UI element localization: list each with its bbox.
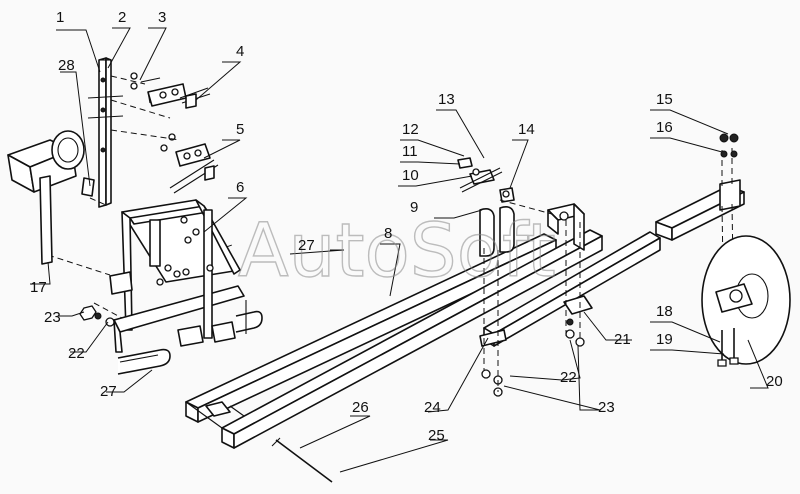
callout-26: 26	[352, 399, 369, 416]
callout-14: 14	[518, 121, 535, 138]
callout-1: 1	[56, 9, 64, 26]
u-bolt-left	[117, 348, 171, 375]
callout-18: 18	[656, 303, 673, 320]
callout-5: 5	[236, 121, 244, 138]
pin	[271, 437, 333, 483]
callout-17: 17	[30, 279, 47, 296]
callout-2: 2	[118, 9, 126, 26]
wheel-bracket	[7, 130, 95, 265]
callout-3: 3	[158, 9, 166, 26]
callout-13: 13	[438, 91, 455, 108]
callout-8: 8	[384, 225, 392, 242]
middle-bracket	[160, 133, 219, 194]
callout-23-right: 23	[598, 399, 615, 416]
callout-22-left: 22	[68, 345, 85, 362]
telescoping-tube	[655, 179, 745, 241]
vertical-posts	[87, 57, 124, 208]
callout-15: 15	[656, 91, 673, 108]
leader-lines	[30, 27, 769, 473]
watermark-text: AutoSoft	[238, 208, 556, 294]
cross-tube	[479, 231, 661, 347]
callout-11: 11	[402, 143, 418, 160]
callout-6: 6	[236, 179, 244, 196]
left-nuts	[79, 305, 115, 327]
callout-16: 16	[656, 119, 673, 136]
callout-27-left: 27	[100, 383, 117, 400]
callout-22-right: 22	[560, 369, 577, 386]
callout-19: 19	[656, 331, 673, 348]
callout-23-left: 23	[44, 309, 61, 326]
hitch-yoke	[479, 203, 585, 257]
marker-disc	[701, 235, 791, 365]
main-frame	[109, 199, 245, 353]
clamp-bracket	[457, 157, 515, 203]
callout-12: 12	[402, 121, 419, 138]
u-bolt-right	[235, 300, 263, 334]
callout-10: 10	[402, 167, 419, 184]
callout-28: 28	[58, 57, 75, 74]
top-right-nuts	[719, 133, 739, 158]
callout-4: 4	[236, 43, 244, 60]
callout-labels: 1 2 3 4 5 6 8 9 10 11 12 13 14 15 16 17 …	[30, 9, 783, 444]
callout-27-right: 27	[298, 237, 315, 254]
callout-20: 20	[766, 373, 783, 390]
disc-bolts	[717, 328, 739, 367]
drawbar-beams	[185, 229, 603, 449]
callout-21: 21	[614, 331, 631, 348]
callout-24: 24	[424, 399, 441, 416]
callout-25: 25	[428, 427, 445, 444]
upper-bracket	[130, 72, 211, 109]
callout-9: 9	[410, 199, 418, 216]
